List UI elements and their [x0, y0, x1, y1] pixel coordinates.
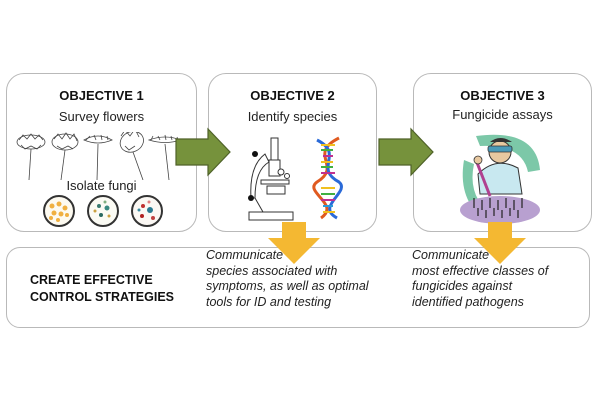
objective-1-subtitle-2: Isolate fungi	[66, 178, 137, 193]
objective-1-title: OBJECTIVE 1	[59, 88, 144, 103]
outcome-2-line: species associated with	[206, 263, 338, 278]
outcome-2-line: tools for ID and testing	[206, 294, 332, 309]
dna-helix-icon	[312, 136, 343, 220]
outcome-2-line: Communicate	[206, 248, 284, 262]
objective-2-outcome: Communicate species associated with symp…	[206, 248, 369, 310]
arrow-right-1-to-2	[175, 127, 231, 177]
objective-2-subtitle: Identify species	[247, 109, 338, 124]
outcome-3-line: most effective classes of	[412, 263, 549, 278]
outcome-3-line: identified pathogens	[412, 294, 524, 309]
outcome-3-line: fungicides against	[412, 279, 513, 293]
arrow-down-objective-3	[474, 222, 526, 264]
objective-2-box: OBJECTIVE 2 Identify species	[208, 73, 377, 232]
objective-2-title: OBJECTIVE 2	[250, 88, 335, 103]
control-strategies-title-line-2: CONTROL STRATEGIES	[30, 290, 174, 304]
control-strategies-title-line-1: CREATE EFFECTIVE	[30, 273, 153, 287]
objective-3-box: OBJECTIVE 3 Fungicide assays	[413, 73, 592, 232]
petri-dish-icon	[43, 195, 163, 227]
control-strategies-box: CREATE EFFECTIVE CONTROL STRATEGIES Comm…	[6, 247, 590, 328]
objective-1-subtitle: Survey flowers	[58, 109, 145, 124]
arrow-right-2-to-3	[378, 127, 434, 177]
outcome-3-line: Communicate	[412, 248, 490, 262]
arrow-down-objective-2	[268, 222, 320, 264]
objective-3-title: OBJECTIVE 3	[460, 88, 545, 103]
flower-sketch-icon	[16, 132, 183, 180]
objective-1-box: OBJECTIVE 1 Survey flowers Isolate fungi	[6, 73, 197, 232]
objective-3-subtitle: Fungicide assays	[452, 107, 553, 122]
scientist-pipette-icon	[460, 134, 540, 224]
control-strategies-title: CREATE EFFECTIVE CONTROL STRATEGIES	[30, 272, 174, 306]
objective-3-outcome: Communicate most effective classes of fu…	[412, 248, 548, 310]
outcome-2-line: symptoms, as well as optimal	[206, 279, 369, 293]
microscope-icon	[248, 137, 294, 221]
